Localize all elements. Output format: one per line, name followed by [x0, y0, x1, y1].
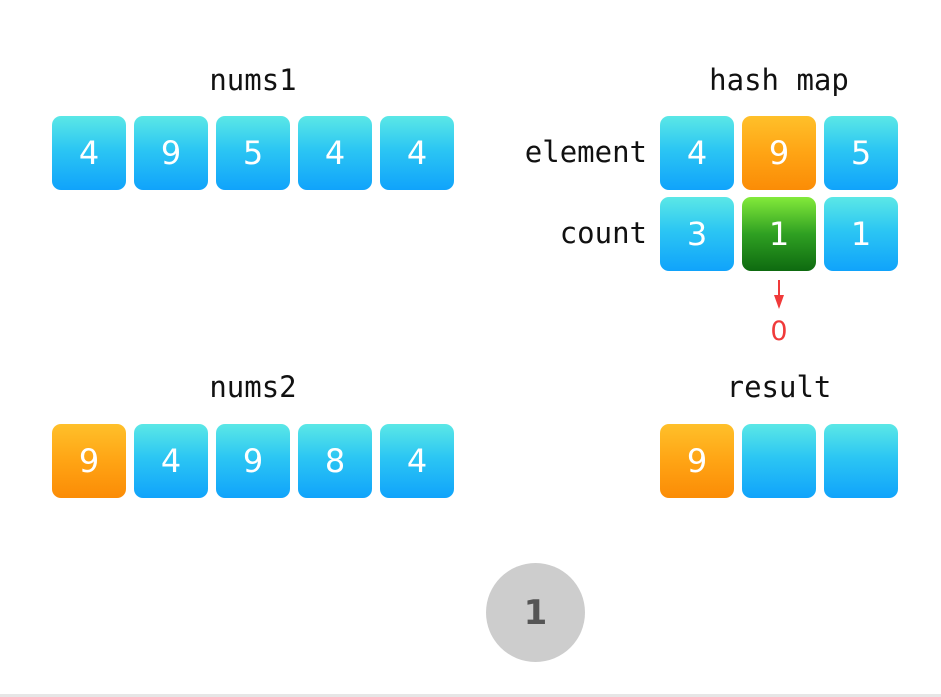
decrement-result: 0	[770, 316, 788, 347]
hash-element-cell: 5	[824, 116, 898, 190]
array-cell: 9	[216, 424, 290, 498]
array-cell: 4	[298, 116, 372, 190]
result-cell	[742, 424, 816, 498]
hash-element-cell: 4	[660, 116, 734, 190]
result-title: result	[726, 370, 832, 404]
element-row-label: element	[524, 135, 647, 169]
result-cell	[824, 424, 898, 498]
nums1-array: 4 9 5 4 4	[52, 116, 454, 190]
nums2-title: nums2	[209, 370, 297, 404]
nums1-title: nums1	[209, 63, 297, 97]
nums2-array: 9 4 9 8 4	[52, 424, 454, 498]
array-cell: 9	[134, 116, 208, 190]
hash-map-counts: 3 1 1	[660, 197, 898, 271]
hash-map-title: hash map	[709, 63, 849, 97]
array-cell: 5	[216, 116, 290, 190]
array-cell: 4	[380, 424, 454, 498]
step-indicator: 1	[486, 563, 585, 662]
hash-count-cell: 1	[742, 197, 816, 271]
hash-count-cell: 1	[824, 197, 898, 271]
hash-element-cell: 9	[742, 116, 816, 190]
array-cell: 9	[52, 424, 126, 498]
count-row-label: count	[559, 216, 647, 250]
array-cell: 4	[380, 116, 454, 190]
array-cell: 4	[52, 116, 126, 190]
bottom-divider	[0, 694, 941, 697]
decrement-arrow-icon	[774, 280, 784, 309]
array-cell: 8	[298, 424, 372, 498]
result-array: 9	[660, 424, 898, 498]
hash-map-elements: 4 9 5	[660, 116, 898, 190]
hash-count-cell: 3	[660, 197, 734, 271]
result-cell: 9	[660, 424, 734, 498]
array-cell: 4	[134, 424, 208, 498]
